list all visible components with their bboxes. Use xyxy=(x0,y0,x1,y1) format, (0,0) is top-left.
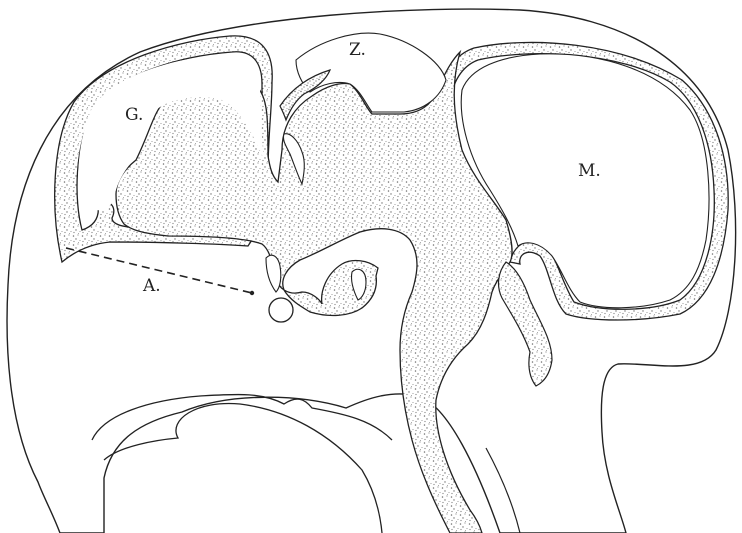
rathke-pouch xyxy=(269,298,293,322)
pointer-end-a xyxy=(250,291,254,295)
label-g: G. xyxy=(125,107,143,124)
label-z: Z. xyxy=(349,42,366,59)
label-a: A. xyxy=(143,278,161,295)
label-m: M. xyxy=(578,163,601,180)
